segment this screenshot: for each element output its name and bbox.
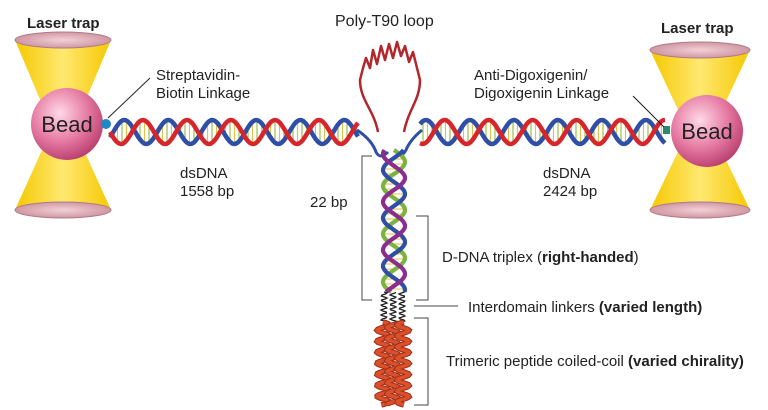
linker-label: Interdomain linkers (varied length) [468,299,702,316]
streptavidin-attachment [101,119,111,129]
interdomain-linkers [379,291,407,323]
dsdna-right-bp: 2424 bp [543,183,597,200]
trimeric-coiled-coil [373,319,413,408]
bracket-22bp [361,155,372,301]
coiled-coil-helix [384,321,402,406]
triplex-strand-purple [380,148,408,294]
strep-label-line1: Streptavidin- [156,67,240,84]
dsdna-left-helix [108,117,360,147]
triplex-strand-blue [380,148,408,293]
bracket-coil [414,317,429,406]
dsdna-left-name: dsDNA [180,165,228,182]
bp22-label: 22 bp [310,194,348,211]
dsdna-right-strand-blue [418,117,667,147]
linker-label-pre: Interdomain linkers [468,299,599,316]
bead-left-label: Bead [41,112,92,137]
dig-leader-line [632,95,665,128]
interdomain-linker [388,291,398,323]
dsdna-left-bp: 1558 bp [180,183,234,200]
strep-leader-line [107,77,151,119]
bead-left: Bead [31,88,111,160]
right-strand-connector [394,128,423,157]
coil-label: Trimeric peptide coiled-coil (varied chi… [446,353,744,370]
triplex-label: D-DNA triplex (right-handed) [442,249,639,266]
coil-label-bold: (varied chirality) [628,353,744,370]
interdomain-linker [379,291,389,323]
bead-right: Bead [663,95,743,167]
bead-right-label: Bead [681,119,732,144]
dsdna-left-strand-red [108,117,360,147]
triplex-label-pre: D-DNA triplex ( [442,249,542,266]
poly-t90-loop [358,40,422,133]
dsdna-right-name: dsDNA [543,165,591,182]
laser-trap-right-label: Laser trap [661,20,734,37]
coiled-coil-helix [394,320,412,407]
triplex-label-post: ) [634,249,639,266]
linker-label-bold: (varied length) [599,299,702,316]
coil-label-pre: Trimeric peptide coiled-coil [446,353,628,370]
dig-label-line2: Digoxigenin Linkage [474,85,609,102]
poly-loop-label: Poly-T90 loop [335,13,434,30]
laser-trap-left-label: Laser trap [27,15,100,32]
strep-label-line2: Biotin Linkage [156,85,250,102]
d-dna-triplex [380,148,408,294]
dsdna-right-strand-red [419,117,666,147]
triplex-strand-green [380,148,408,294]
dsdna-left-strand-blue [108,117,360,147]
bracket-triplex [416,215,429,301]
dig-label-line1: Anti-Digoxigenin/ [474,67,588,84]
triplex-label-bold: right-handed [542,249,634,266]
dsdna-right-helix [418,117,667,147]
interdomain-linker [397,291,407,323]
digoxigenin-attachment [663,126,670,134]
